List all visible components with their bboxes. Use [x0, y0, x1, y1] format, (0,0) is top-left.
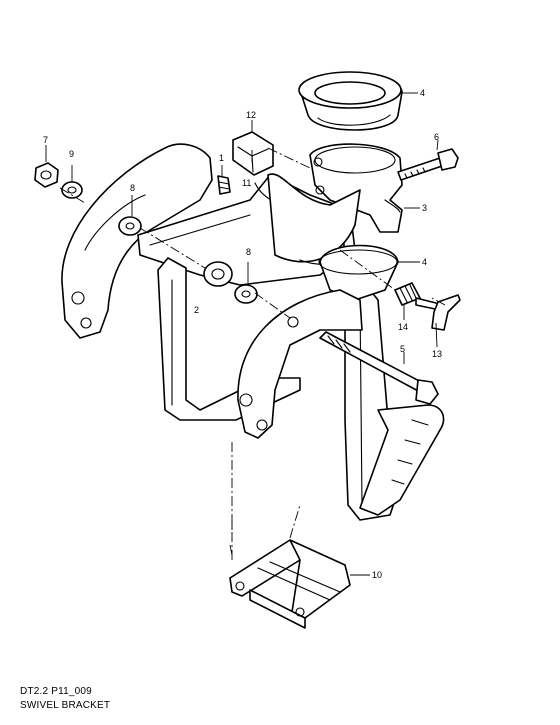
callout-2: 2 [194, 305, 199, 315]
part-2-tilt-handle [359, 404, 445, 516]
part-8-washer-upper [118, 216, 142, 236]
callout-11: 11 [242, 178, 251, 188]
callout-4-upper: 4 [420, 88, 425, 98]
callout-10: 10 [372, 570, 382, 580]
part-14-spring [394, 282, 421, 306]
part-3-clamp-collar [309, 143, 403, 233]
part-6-bolt [397, 148, 459, 181]
part-10-thrust-bracket [229, 539, 351, 629]
part-1-grease-nipple [217, 175, 231, 195]
part-7-nut [34, 162, 59, 188]
callout-7: 7 [43, 135, 48, 145]
diagram-code: DT2.2 P11_009 [20, 686, 92, 697]
callout-4-lower: 4 [422, 257, 427, 267]
callout-9: 9 [69, 149, 74, 159]
part-2-swivel-bracket [61, 143, 396, 521]
callout-3: 3 [422, 203, 427, 213]
callout-labels: 4 6 3 4 5 13 14 10 12 11 7 9 8 8 1 2 [43, 88, 442, 580]
callout-12: 12 [246, 110, 256, 120]
part-5-tilt-bolt [319, 331, 439, 405]
diagram-title: SWIVEL BRACKET [20, 700, 111, 711]
callout-13: 13 [432, 349, 442, 359]
callout-leaders [45, 92, 439, 576]
part-9-washer [61, 181, 83, 199]
callout-6: 6 [434, 132, 439, 142]
part-13-wing-bolt [415, 294, 461, 331]
callout-8-lower: 8 [246, 247, 251, 257]
part-4-upper-bushing [298, 71, 403, 131]
callout-5: 5 [400, 344, 405, 354]
part-12-stopper [232, 131, 274, 176]
assembly-lines [59, 147, 446, 560]
callout-14: 14 [398, 322, 408, 332]
part-2-right-clamp-arm [237, 289, 363, 439]
callout-8-upper: 8 [130, 183, 135, 193]
callout-1: 1 [219, 153, 224, 163]
part-4-lower-bushing [318, 244, 399, 301]
part-8-washer-lower [234, 284, 258, 304]
